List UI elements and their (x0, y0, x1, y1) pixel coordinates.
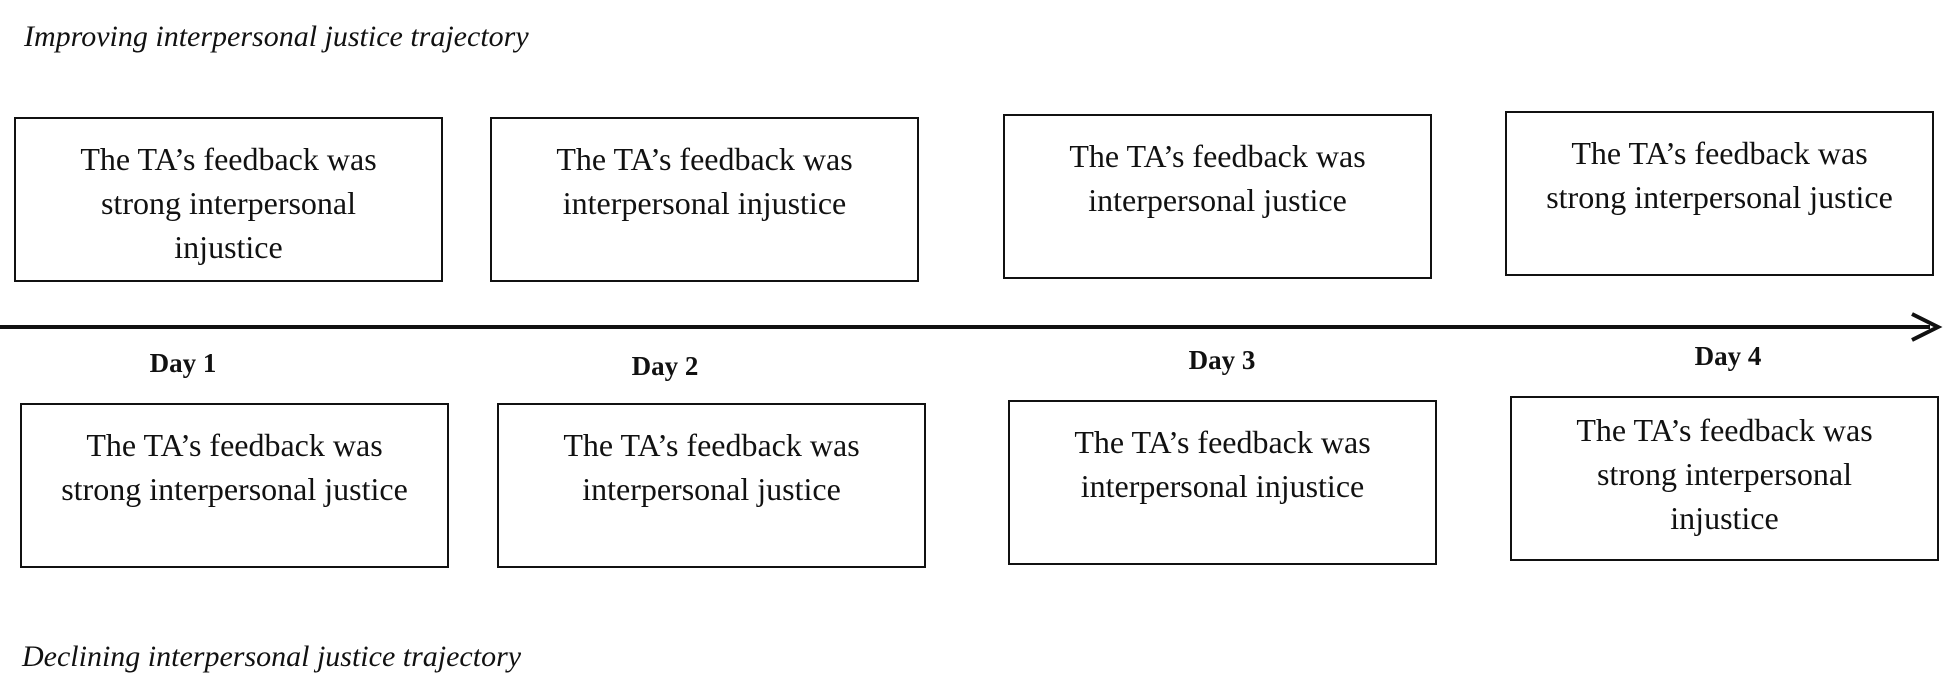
improving-day3-text: The TA’s feedback was interpersonal just… (1069, 138, 1366, 218)
declining-day1-text: The TA’s feedback was strong interperson… (61, 427, 408, 507)
day-4-label: Day 4 (1694, 341, 1762, 371)
declining-day2-box: The TA’s feedback was interpersonal just… (497, 403, 926, 568)
day-3-label: Day 3 (1188, 345, 1256, 375)
declining-day4-text: The TA’s feedback was strong interperson… (1576, 412, 1873, 536)
improving-day4-text: The TA’s feedback was strong interperson… (1546, 135, 1893, 215)
declining-day3-box: The TA’s feedback was interpersonal inju… (1008, 400, 1437, 565)
day-1-label: Day 1 (149, 348, 217, 378)
declining-trajectory-caption: Declining interpersonal justice trajecto… (22, 640, 522, 673)
improving-day2-text: The TA’s feedback was interpersonal inju… (556, 141, 853, 221)
improving-day3-box: The TA’s feedback was interpersonal just… (1003, 114, 1432, 279)
declining-day1-box: The TA’s feedback was strong interperson… (20, 403, 449, 568)
timeline-arrowhead (1911, 312, 1943, 342)
improving-trajectory-caption: Improving interpersonal justice trajecto… (24, 20, 529, 53)
declining-day4-box: The TA’s feedback was strong interperson… (1510, 396, 1939, 561)
day-2-label: Day 2 (631, 351, 699, 381)
improving-day1-box: The TA’s feedback was strong interperson… (14, 117, 443, 282)
improving-day1-text: The TA’s feedback was strong interperson… (80, 141, 377, 265)
declining-day3-text: The TA’s feedback was interpersonal inju… (1074, 424, 1371, 504)
improving-day4-box: The TA’s feedback was strong interperson… (1505, 111, 1934, 276)
improving-day2-box: The TA’s feedback was interpersonal inju… (490, 117, 919, 282)
declining-day2-text: The TA’s feedback was interpersonal just… (563, 427, 860, 507)
